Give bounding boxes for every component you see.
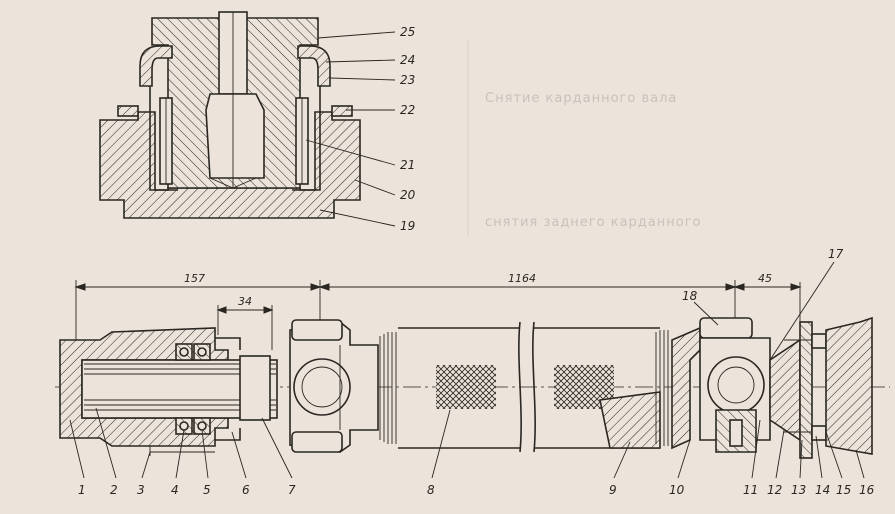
rear-universal-joint [655, 316, 873, 459]
callout-3: 3 [137, 483, 145, 497]
callout-8: 8 [427, 483, 435, 497]
callout-9: 9 [609, 483, 617, 497]
callout-11: 11 [743, 483, 758, 497]
top-callout-leaders [305, 31, 396, 227]
dimension-lines [74, 280, 802, 350]
shaft-tube [398, 321, 661, 453]
sliding-yoke-assembly [59, 327, 278, 456]
bearing-detail-section [99, 11, 361, 219]
dimension-157: 157 [184, 272, 205, 285]
callout-21: 21 [400, 158, 415, 172]
callout-7: 7 [288, 483, 296, 497]
dimension-45: 45 [758, 272, 772, 285]
callout-10: 10 [669, 483, 685, 497]
ghost-text-line1: Снятие карданного вала [485, 91, 677, 106]
callout-5: 5 [203, 483, 211, 497]
callout-1: 1 [78, 483, 86, 497]
callout-12: 12 [767, 483, 782, 497]
callout-22: 22 [400, 103, 415, 117]
callout-19: 19 [400, 219, 415, 233]
callout-16: 16 [859, 483, 875, 497]
callout-13: 13 [791, 483, 806, 497]
callout-18: 18 [682, 289, 698, 303]
callout-14: 14 [815, 483, 830, 497]
callout-4: 4 [171, 483, 179, 497]
callout-6: 6 [242, 483, 250, 497]
callout-17: 17 [828, 247, 844, 261]
callout-20: 20 [400, 188, 416, 202]
dimension-34: 34 [238, 295, 252, 308]
callout-2: 2 [110, 483, 118, 497]
ghost-text-line2: снятия заднего карданного [485, 215, 701, 230]
callout-15: 15 [836, 483, 851, 497]
dimension-1164: 1164 [508, 272, 536, 285]
bottom-callout-leaders [69, 261, 865, 479]
callout-25: 25 [400, 25, 415, 39]
front-universal-joint [289, 319, 397, 453]
callout-23: 23 [400, 73, 415, 87]
callout-24: 24 [400, 53, 415, 67]
